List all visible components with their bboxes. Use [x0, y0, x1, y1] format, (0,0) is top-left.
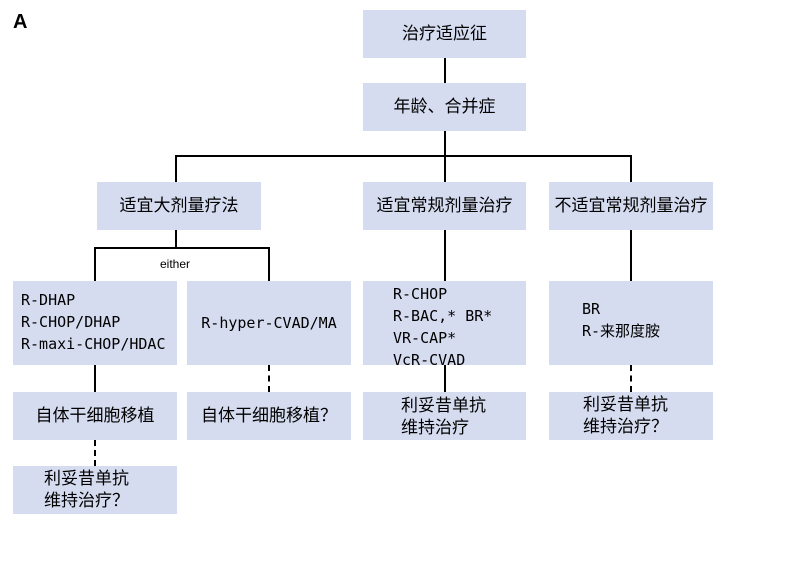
- branch-drop-not-standard: [630, 155, 632, 182]
- not-standard-maintenance-box: 利妥昔单抗 维持治疗？: [549, 392, 713, 440]
- high-dose-left-regimens-box: R-DHAP R-CHOP/DHAP R-maxi-CHOP/HDAC: [13, 281, 177, 365]
- high-dose-split-left: [94, 247, 96, 281]
- connector-left-maintenance: [94, 440, 96, 466]
- branch-horizontal-line: [175, 155, 632, 157]
- connector-indication-age: [444, 58, 446, 83]
- connector-age-branch: [444, 131, 446, 156]
- either-label: either: [160, 257, 191, 271]
- standard-maintenance-box: 利妥昔单抗 维持治疗: [363, 392, 526, 440]
- connector-standard-maintenance: [444, 365, 446, 392]
- high-dose-title: 适宜大剂量疗法: [119, 196, 239, 216]
- age-comorbidity-text: 年龄、合并症: [393, 97, 496, 117]
- panel-label: A: [13, 11, 28, 33]
- left-maintenance-box: 利妥昔单抗 维持治疗？: [13, 466, 177, 514]
- connector-right-transplant: [268, 365, 270, 392]
- maintenance-line: 利妥昔单抗: [401, 396, 486, 416]
- high-dose-split-line: [94, 247, 270, 249]
- regimen-item: VcR-CVAD: [393, 351, 466, 369]
- high-dose-title-box: 适宜大剂量疗法: [97, 182, 261, 230]
- regimen-item: R-CHOP: [393, 285, 448, 303]
- regimen-item: R-来那度胺: [582, 322, 661, 340]
- maintenance-line: 维持治疗: [401, 418, 469, 438]
- standard-dose-title: 适宜常规剂量治疗: [376, 196, 513, 216]
- branch-drop-high-dose: [175, 155, 177, 182]
- connector-left-transplant: [94, 365, 96, 392]
- right-transplant-text: 自体干细胞移植？: [201, 406, 337, 426]
- maintenance-line: 维持治疗？: [583, 417, 668, 437]
- high-dose-stem: [175, 230, 177, 248]
- regimen-item: R-DHAP: [21, 291, 76, 309]
- maintenance-line: 利妥昔单抗: [583, 395, 668, 415]
- age-comorbidity-box: 年龄、合并症: [363, 83, 526, 131]
- regimen-item: R-CHOP/DHAP: [21, 313, 121, 331]
- branch-drop-standard: [444, 155, 446, 182]
- not-standard-dose-title-box: 不适宜常规剂量治疗: [549, 182, 713, 230]
- standard-dose-title-box: 适宜常规剂量治疗: [363, 182, 526, 230]
- not-standard-dose-regimens-box: BR R-来那度胺: [549, 281, 713, 365]
- not-standard-dose-title: 不适宜常规剂量治疗: [554, 196, 708, 216]
- regimen-item: BR: [582, 300, 601, 318]
- maintenance-line: 维持治疗？: [44, 491, 129, 511]
- regimen-item: R-hyper-CVAD/MA: [201, 314, 337, 332]
- right-transplant-box: 自体干细胞移植？: [187, 392, 351, 440]
- indication-text: 治疗适应征: [402, 24, 487, 44]
- regimen-item: VR-CAP*: [393, 329, 457, 347]
- left-transplant-box: 自体干细胞移植: [13, 392, 177, 440]
- high-dose-right-regimen-box: R-hyper-CVAD/MA: [187, 281, 351, 365]
- regimen-item: R-maxi-CHOP/HDAC: [21, 335, 166, 353]
- standard-dose-regimens-box: R-CHOP R-BAC,* BR* VR-CAP* VcR-CVAD: [363, 281, 526, 369]
- indication-box: 治疗适应征: [363, 10, 526, 58]
- maintenance-line: 利妥昔单抗: [44, 469, 129, 489]
- left-transplant-text: 自体干细胞移植: [35, 406, 155, 426]
- regimen-item: R-BAC,* BR*: [393, 307, 493, 325]
- connector-not-standard-maintenance: [630, 365, 632, 392]
- connector-not-standard-regimens: [630, 230, 632, 281]
- high-dose-split-right: [268, 247, 270, 281]
- connector-standard-regimens: [444, 230, 446, 281]
